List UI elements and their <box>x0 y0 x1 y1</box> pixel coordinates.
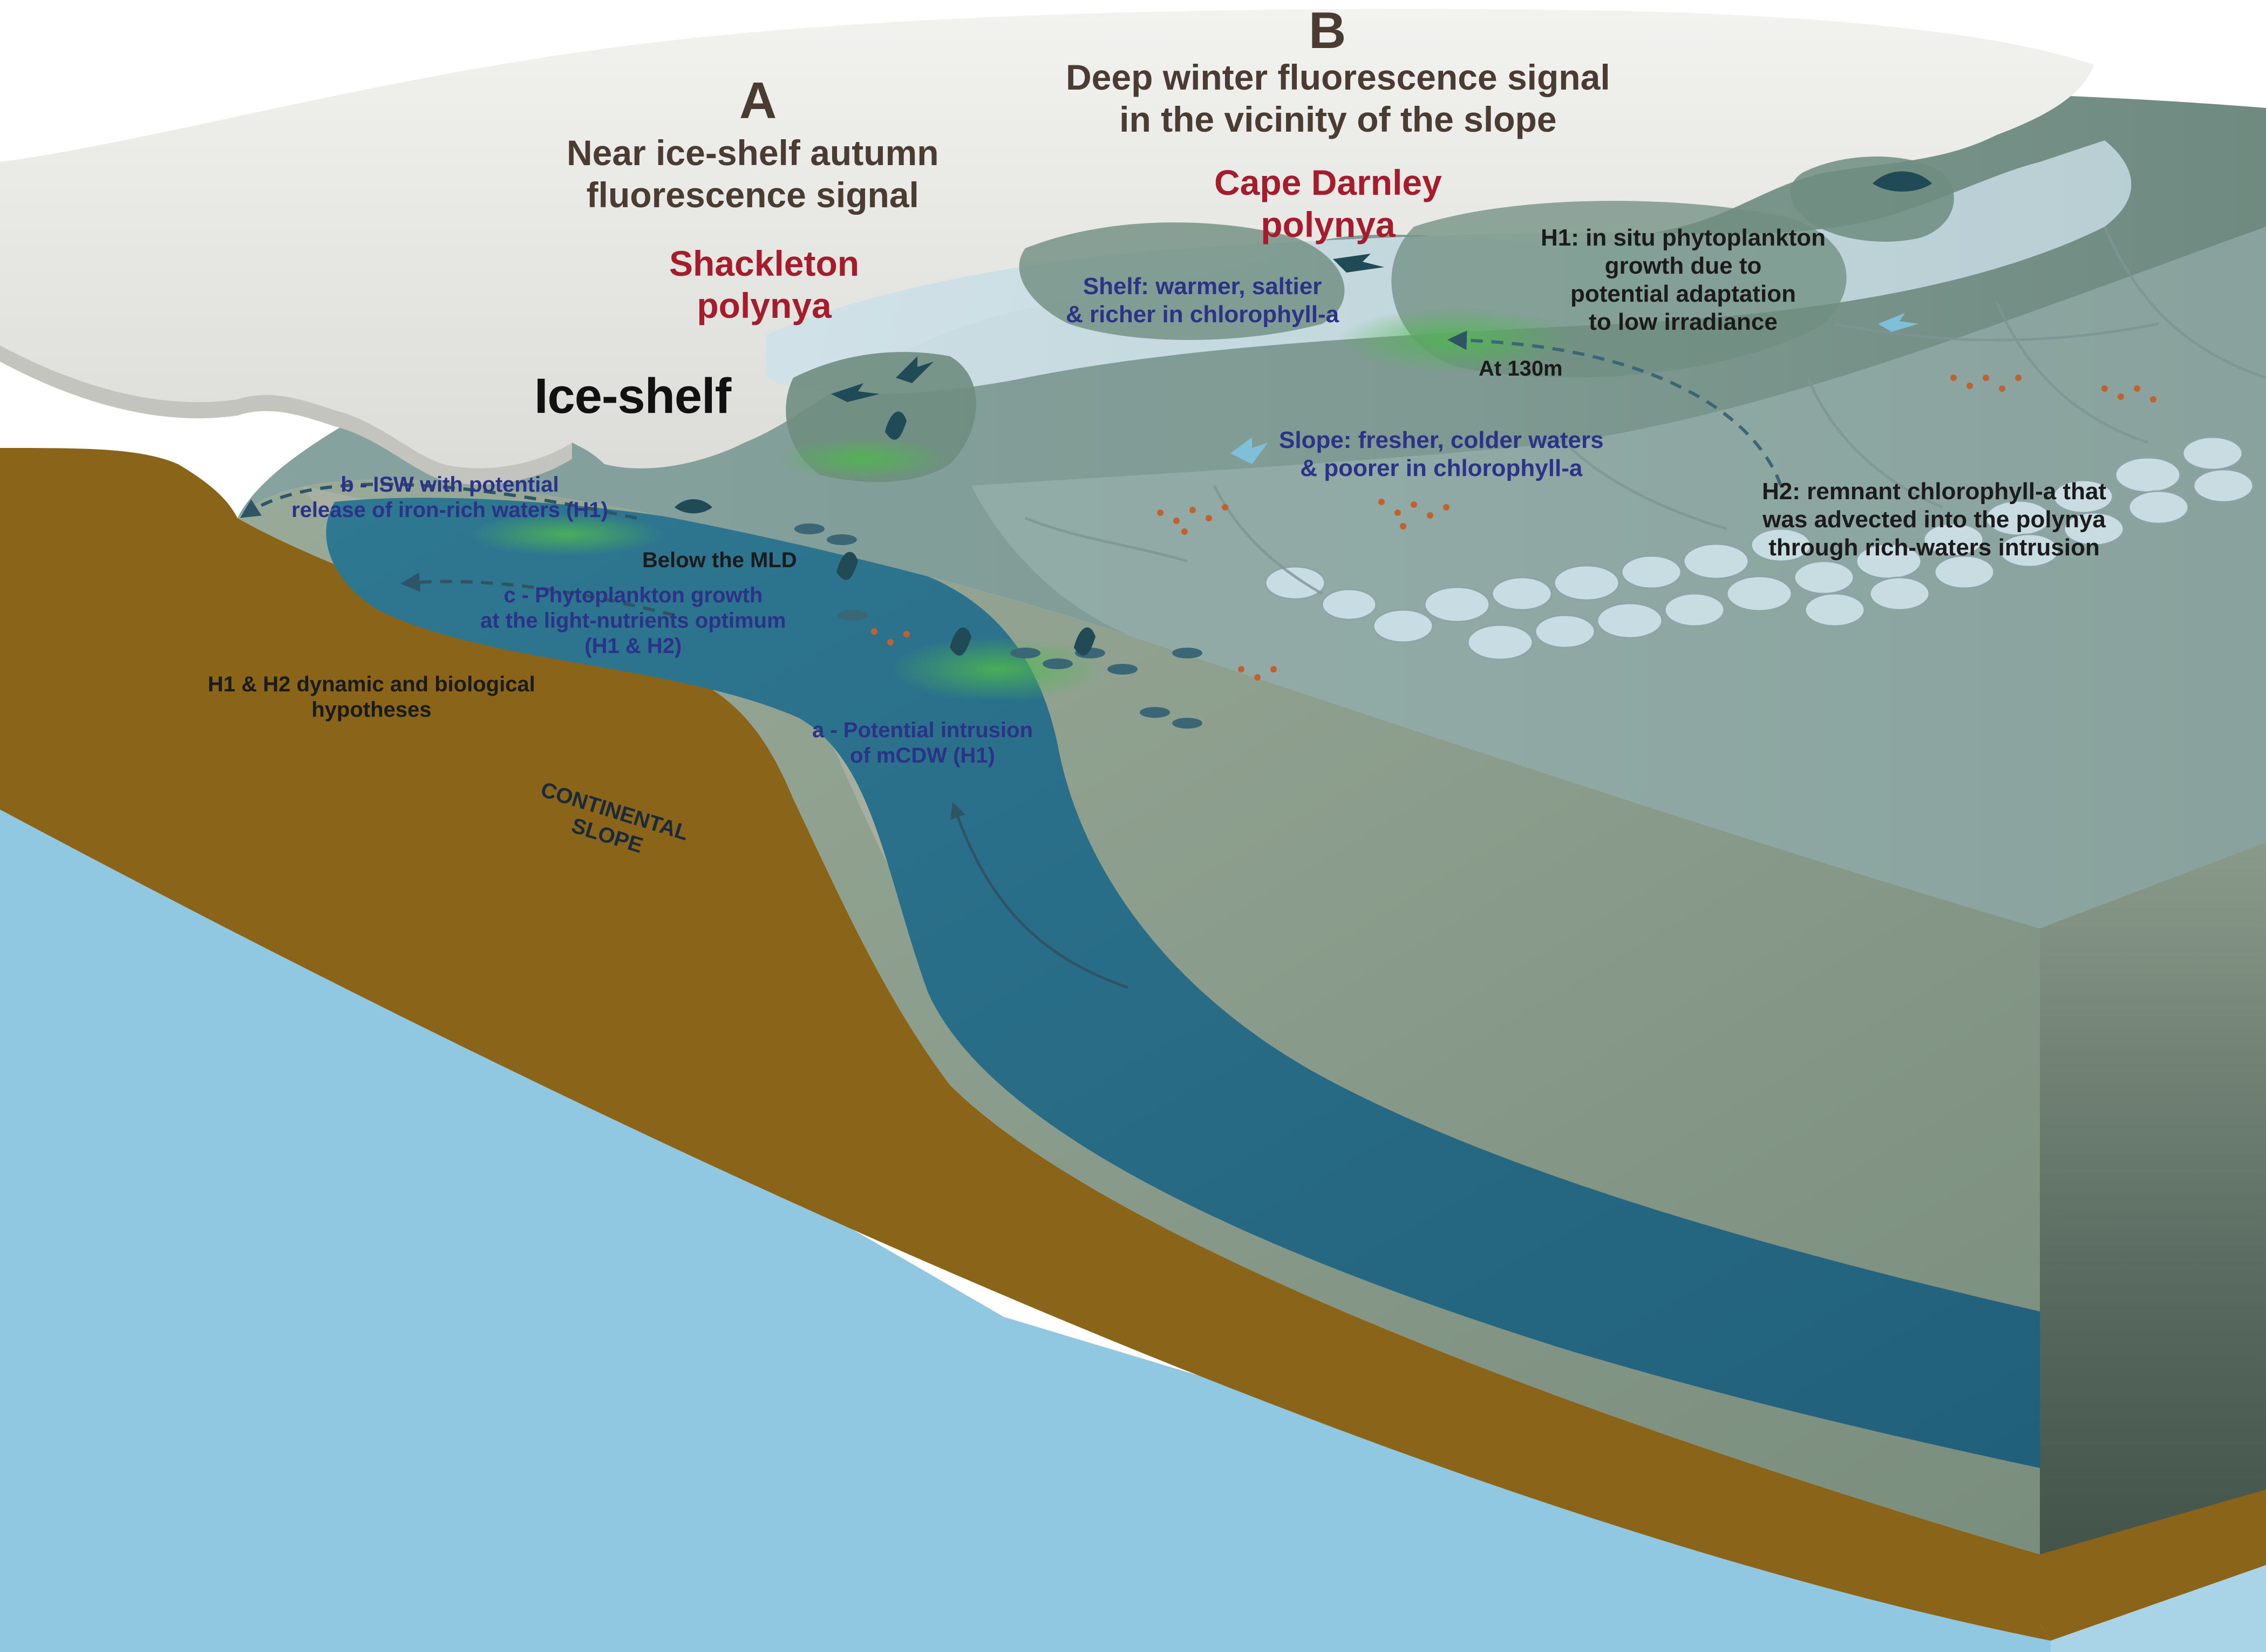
panel-a-title-line: Near ice-shelf autumn <box>567 133 939 173</box>
h2-hypothesis-line: through rich-waters intrusion <box>1768 534 2100 561</box>
cape-darnley-polynya-label: Cape Darnley polynya <box>1214 162 1442 246</box>
mcdw-flow-arrow <box>950 801 1128 989</box>
slope-description-line: Slope: fresher, colder waters <box>1279 427 1604 453</box>
cape-darnley-polynya-line: polynya <box>1261 204 1396 244</box>
block-right-face <box>2040 842 2266 1624</box>
sea-ice-cracks <box>1025 226 2266 595</box>
h1-hypothesis-line: to low irradiance <box>1589 308 1778 335</box>
h2-advection-arrow <box>1447 330 1782 487</box>
shelf-description: Shelf: warmer, saltier & richer in chlor… <box>1066 273 1339 329</box>
cape-darnley-polynya-line: Cape Darnley <box>1214 162 1442 202</box>
isw-flow-arrow <box>240 482 637 520</box>
h2-hypothesis-line: was advected into the polynya <box>1763 506 2106 533</box>
marine-animals <box>675 171 1932 656</box>
light-fish <box>1230 313 1918 464</box>
below-mld-label: Below the MLD <box>642 548 797 572</box>
panel-a-title-line: fluorescence signal <box>586 174 919 215</box>
ice-shelf-label: Ice-shelf <box>534 369 731 424</box>
seafloor-right-edge <box>2040 1490 2266 1641</box>
chlorophyll-patch-shackleton <box>777 437 950 480</box>
panel-a-title: Near ice-shelf autumn fluorescence signa… <box>567 132 939 216</box>
mcdw-intrusion-line: a - Potential intrusion <box>812 718 1033 742</box>
deep-water-tongue <box>326 498 2040 1469</box>
h2-hypothesis: H2: remnant chlorophyll-a that was advec… <box>1762 478 2106 562</box>
panel-b-title-line: Deep winter fluorescence signal <box>1066 57 1610 97</box>
ice-shelf <box>0 9 2094 468</box>
ice-shelf-edge <box>0 345 572 485</box>
ice-floes <box>1264 436 2254 661</box>
hypotheses-caption: H1 & H2 dynamic and biological hypothese… <box>208 672 535 723</box>
shelf-pool <box>1019 222 1345 340</box>
h2-hypothesis-line: H2: remnant chlorophyll-a that <box>1762 478 2107 505</box>
phytoplankton-growth-line: (H1 & H2) <box>584 634 682 658</box>
hypotheses-caption-line: H1 & H2 dynamic and biological <box>208 672 535 696</box>
edge-water-left <box>0 793 2061 1652</box>
phytoplankton-growth-label: c - Phytoplankton growth at the light-nu… <box>480 583 786 660</box>
sea-ice-field <box>971 227 2266 928</box>
shackleton-polynya-line: Shackleton <box>669 243 860 283</box>
shackleton-polynya-label: Shackleton polynya <box>669 243 859 327</box>
isw-label-line: b - ISW with potential <box>341 473 559 497</box>
panel-b-title: Deep winter fluorescence signal in the v… <box>1066 57 1610 141</box>
h1-hypothesis-line: growth due to <box>1604 252 1762 279</box>
mcdw-intrusion-label: a - Potential intrusion of mCDW (H1) <box>812 718 1033 769</box>
isw-label-line: release of iron-rich waters (H1) <box>291 498 608 522</box>
panel-b-title-line: in the vicinity of the slope <box>1119 99 1557 139</box>
h1-hypothesis-line: potential adaptation <box>1570 280 1796 307</box>
krill-swarms <box>871 375 2156 681</box>
edge-water-right <box>2051 1565 2266 1652</box>
shelf-description-line: & richer in chlorophyll-a <box>1066 301 1339 328</box>
h1-hypothesis: H1: in situ phytoplankton growth due to … <box>1541 224 1826 336</box>
phytoplankton-growth-line: c - Phytoplankton growth <box>503 583 763 607</box>
shelf-description-line: Shelf: warmer, saltier <box>1083 273 1322 300</box>
panel-a-letter: A <box>739 72 777 130</box>
phyto-flow-arrow <box>400 572 675 617</box>
hypotheses-caption-line: hypotheses <box>311 698 432 722</box>
isw-label: b - ISW with potential release of iron-r… <box>291 472 608 523</box>
panel-b-letter: B <box>1309 2 1346 59</box>
depth-label: At 130m <box>1479 357 1563 380</box>
slope-description-line: & poorer in chlorophyll-a <box>1300 454 1583 481</box>
mcdw-intrusion-line: of mCDW (H1) <box>850 744 995 768</box>
slope-description: Slope: fresher, colder waters & poorer i… <box>1279 426 1604 482</box>
seafloor <box>0 448 2051 1641</box>
chlorophyll-patch-intrusion <box>890 637 1106 702</box>
phytoplankton-growth-line: at the light-nutrients optimum <box>480 609 786 633</box>
shackleton-polynya-line: polynya <box>697 285 832 325</box>
chlorophyll-patch-mld <box>469 513 664 556</box>
h1-hypothesis-line: H1: in situ phytoplankton <box>1541 225 1826 251</box>
